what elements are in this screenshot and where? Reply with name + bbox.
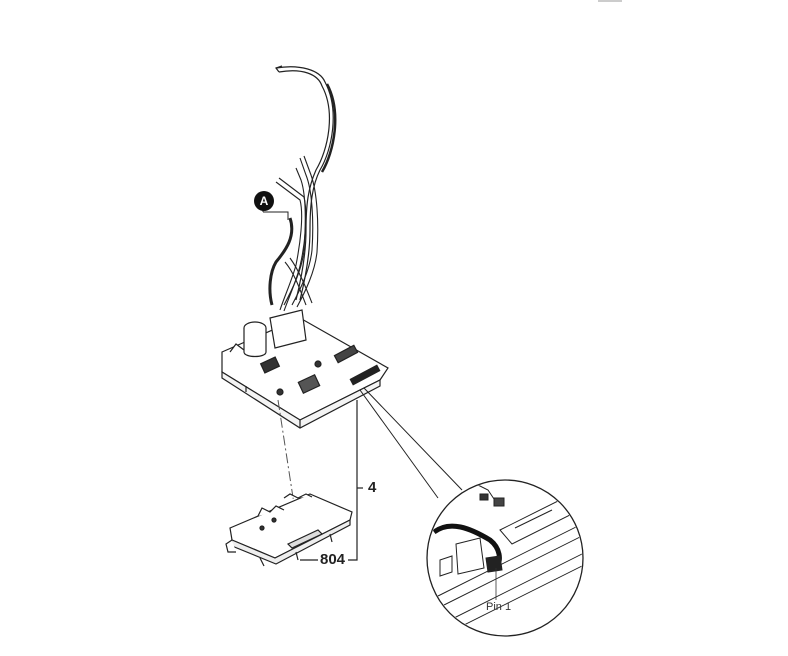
part-number-label: 804: [320, 551, 346, 568]
detail-magnified-view: [426, 479, 584, 637]
callout-a-leader-bend: [263, 211, 289, 220]
assembly-number-label: 4: [368, 479, 377, 496]
pin1-label: Pin 1: [486, 601, 512, 613]
magnify-line-2: [363, 387, 463, 491]
wire-bundle: [268, 155, 319, 312]
mounting-plate: [225, 493, 353, 567]
magnify-line-1: [359, 389, 439, 499]
assembly-bracket: [348, 400, 358, 561]
ribbon-cable: [275, 65, 337, 301]
circuit-board: [221, 309, 389, 429]
reference-marker-a: A: [254, 191, 274, 211]
